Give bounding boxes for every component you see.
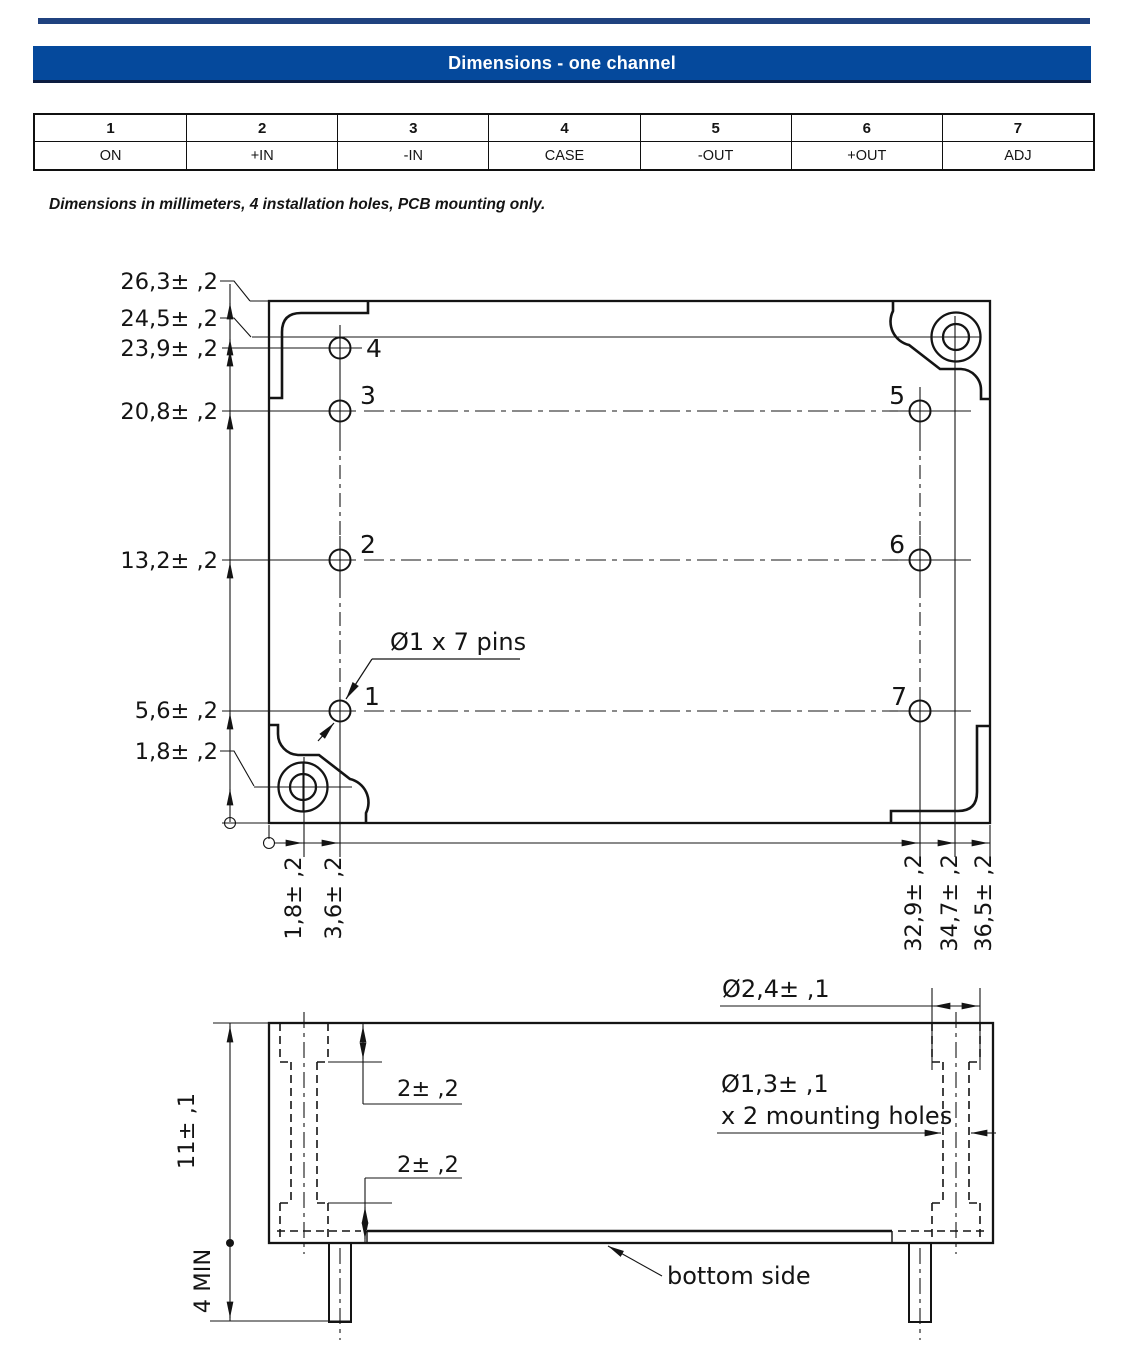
- dim-label-23-9: 23,9± ,2: [120, 336, 218, 362]
- dim-label-5-6: 5,6± ,2: [135, 698, 218, 724]
- pin-number-4: 4: [366, 334, 382, 363]
- dim-label-4-min: 4 MIN: [190, 1249, 216, 1313]
- dim-label-36-5: 36,5± ,2: [971, 854, 997, 952]
- pin-table-value: ON: [35, 142, 187, 169]
- pin-holes: [328, 336, 932, 723]
- pin-table-value: +IN: [186, 142, 338, 169]
- left-dimension-chain: [220, 280, 255, 830]
- side-view-centerlines: [303, 1012, 957, 1340]
- pin-table-header: 5: [639, 115, 791, 142]
- bottom-side-label: bottom side: [667, 1262, 811, 1290]
- pin-number-7: 7: [891, 682, 907, 711]
- dim-label-height-11: 11± ,1: [174, 1093, 200, 1169]
- pin-table-value: ADJ: [941, 142, 1093, 169]
- dim-label-34-7: 34,7± ,2: [937, 854, 963, 952]
- dim-label-26-3: 26,3± ,2: [120, 269, 218, 295]
- dim-label-1-8-bottom: 1,8± ,2: [281, 856, 307, 939]
- top-view: 26,3± ,2 24,5± ,2 23,9± ,2 20,8± ,2 13,2…: [120, 269, 997, 952]
- hidden-hole-lines: [277, 1023, 988, 1242]
- pin-table-header: 1: [35, 115, 187, 142]
- dim-label-20-8: 20,8± ,2: [120, 399, 218, 425]
- top-view-centerlines: [339, 410, 921, 712]
- pins-callout-leader: [317, 658, 520, 742]
- datum-circle: [223, 816, 237, 830]
- dim-label-3-6: 3,6± ,2: [321, 856, 347, 939]
- side-view-dimensions: [210, 988, 996, 1322]
- top-view-extension-lines: [222, 300, 991, 857]
- section-header: Dimensions - one channel: [33, 46, 1091, 83]
- dim-label-counterbore-dia: Ø2,4± ,1: [722, 975, 830, 1003]
- dim-label-hole-dia: Ø1,3± ,1: [721, 1070, 829, 1098]
- pin-table-value: -IN: [337, 142, 489, 169]
- dim-label-32-9: 32,9± ,2: [901, 854, 927, 952]
- pin-table-header: 2: [186, 115, 338, 142]
- dim-label-24-5: 24,5± ,2: [120, 306, 218, 332]
- pin-number-1: 1: [364, 682, 380, 711]
- section-title: Dimensions - one channel: [448, 52, 676, 73]
- mounting-holes-note: x 2 mounting holes: [721, 1102, 952, 1130]
- dim-label-1-8-left: 1,8± ,2: [135, 739, 218, 765]
- pins-callout-label: Ø1 x 7 pins: [390, 628, 526, 656]
- top-rule: [38, 18, 1090, 24]
- bottom-dimension-chain: [262, 836, 990, 850]
- pin-table-header: 4: [488, 115, 640, 142]
- pin-table-value: +OUT: [790, 142, 942, 169]
- pin-number-6: 6: [889, 530, 905, 559]
- pin-table-value: CASE: [488, 142, 640, 169]
- drawing-note: Dimensions in millimeters, 4 installatio…: [49, 196, 546, 213]
- dim-label-13-2: 13,2± ,2: [120, 548, 218, 574]
- pin-table-header: 7: [941, 115, 1093, 142]
- pin-number-2: 2: [360, 530, 376, 559]
- datum-circle: [262, 836, 276, 850]
- top-view-outline: [267, 299, 992, 825]
- dim-label-depth-bottom: 2± ,2: [397, 1152, 459, 1178]
- pin-table-value: -OUT: [639, 142, 791, 169]
- dim-label-depth-top: 2± ,2: [397, 1076, 459, 1102]
- pin-number-3: 3: [360, 381, 376, 410]
- pin-table: 1 2 3 4 5 6 7 ON +IN -IN CASE -OUT +OUT …: [33, 113, 1095, 171]
- side-view: 11± ,1 4 MIN Ø2,4± ,1 Ø1,3± ,1 x 2 mount…: [174, 975, 996, 1340]
- pin-table-header: 3: [337, 115, 489, 142]
- side-view-outline: [267, 1021, 995, 1323]
- pin-table-header: 6: [790, 115, 942, 142]
- pin-number-5: 5: [889, 381, 905, 410]
